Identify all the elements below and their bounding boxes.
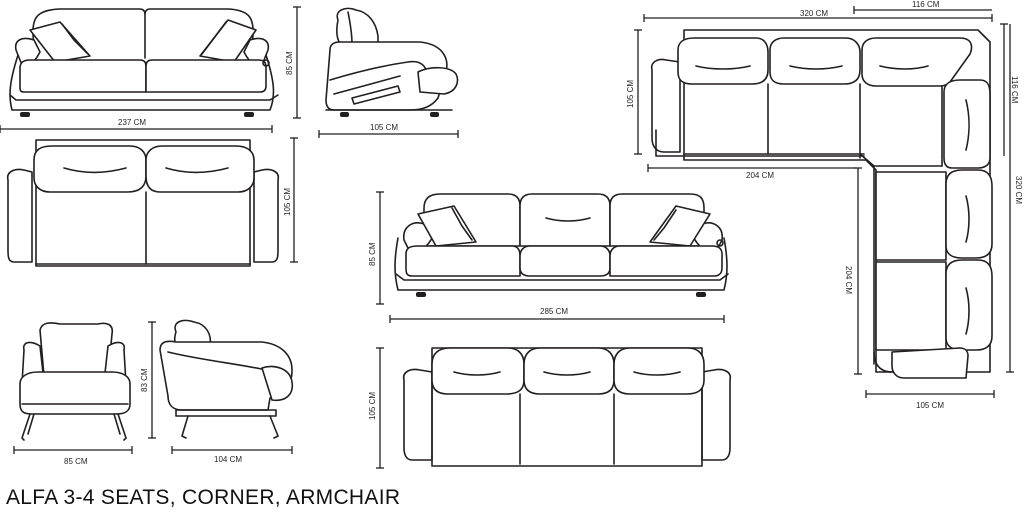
drawing-title: ALFA 3-4 SEATS, CORNER, ARMCHAIR: [6, 486, 401, 509]
sofa3-front-view: 237 CM 85 CM: [0, 6, 301, 133]
dim-sofa3-side-depth: 105 CM: [370, 123, 398, 132]
sofa3-side-view: 105 CM: [318, 7, 459, 138]
dim-corner-right-top: 116 CM: [912, 0, 940, 9]
dim-sofa4-height: 85 CM: [368, 242, 377, 266]
corner-top-view: 320 CM 116 CM 105 CM 116 CM 320 CM: [626, 0, 1023, 410]
dim-corner-right-total: 320 CM: [1014, 176, 1023, 204]
sofa4-front-view: 85 CM 285 CM: [368, 191, 729, 323]
dim-sofa3-top-depth: 105 CM: [283, 188, 292, 216]
dim-corner-left-depth: 105 CM: [626, 80, 635, 108]
armchair-side-view: 83 CM 104 CM: [140, 319, 294, 464]
sofa3-top-view: 105 CM: [6, 137, 298, 267]
dim-armchair-height: 83 CM: [140, 368, 149, 392]
dim-corner-inner-depth: 204 CM: [844, 266, 853, 294]
dim-armchair-depth: 104 CM: [214, 455, 242, 464]
dim-sofa4-width: 285 CM: [540, 307, 568, 316]
dim-corner-inner-width: 204 CM: [746, 171, 774, 180]
dim-sofa3-width: 237 CM: [118, 118, 146, 127]
armchair-front-view: 85 CM: [13, 322, 133, 466]
sofa4-top-view: 105 CM: [368, 347, 732, 469]
dim-corner-bottom-width: 105 CM: [916, 401, 944, 410]
dim-corner-right-top-vert: 116 CM: [1010, 76, 1019, 104]
dim-sofa3-height: 85 CM: [285, 51, 294, 75]
dim-corner-width: 320 CM: [800, 9, 828, 18]
dim-armchair-width: 85 CM: [64, 457, 88, 466]
dim-sofa4-top-depth: 105 CM: [368, 392, 377, 420]
